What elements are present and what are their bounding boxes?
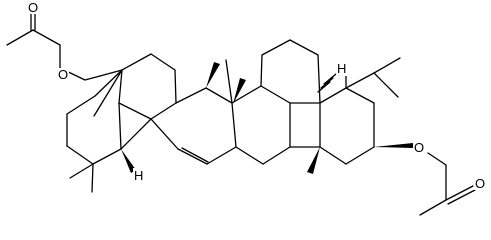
atom-labels: O O H O H O [27,0,487,191]
ring-a [66,69,123,193]
atom-label-o-link-right: O [414,140,424,155]
right-acetate-group [374,143,476,216]
ring-e [260,39,401,174]
ring-d [225,59,291,165]
atom-label-o-carbonyl-left: O [28,0,38,15]
atom-label-h-bottom-left: H [134,168,143,183]
molecule-canvas: O O H O H O [6,0,487,216]
structure-diagram: O O H O H O [6,0,487,216]
atom-label-o-carbonyl-right: O [475,176,485,191]
atom-label-o-link-left: O [58,67,68,82]
ring-c [150,62,237,165]
atom-label-h-top-right: H [337,61,346,76]
ring-b [118,53,177,173]
